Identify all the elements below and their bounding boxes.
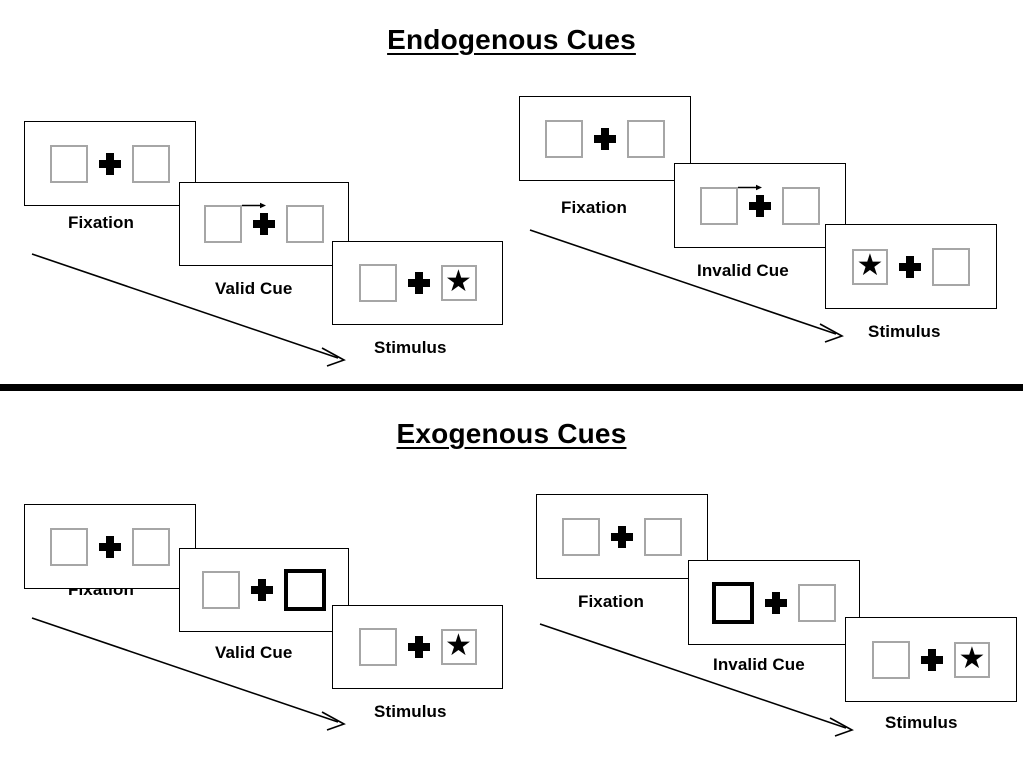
placeholder-box-right (782, 186, 820, 225)
panel-content: ★ (872, 637, 990, 683)
fixation-cross-wrap (397, 624, 441, 670)
panel-exogenous-invalid-cue (688, 560, 860, 645)
target-box-right: ★ (440, 265, 477, 301)
cued-box-right (284, 569, 326, 611)
caption-endogenous-invalid-stimulus: Stimulus (868, 322, 941, 341)
panel-endogenous-invalid-stimulus: ★ (825, 224, 997, 309)
fixation-cross-icon (99, 535, 121, 558)
caption-endogenous-invalid-cue: Invalid Cue (697, 261, 789, 280)
fixation-cross-wrap (88, 524, 132, 570)
caption-exogenous-invalid-fixation: Fixation (578, 592, 644, 611)
panel-endogenous-valid-stimulus: ★ (332, 241, 503, 325)
cued-box-left (712, 581, 754, 624)
fixation-cross-wrap (88, 141, 132, 187)
star-target-icon: ★ (958, 641, 986, 675)
caption-endogenous-valid-fixation: Fixation (68, 213, 134, 232)
panel-endogenous-valid-cue (179, 182, 349, 266)
panel-endogenous-invalid-cue (674, 163, 846, 248)
caption-exogenous-invalid-stimulus: Stimulus (885, 713, 958, 732)
caption-exogenous-valid-cue: Valid Cue (215, 643, 293, 662)
panel-endogenous-invalid-fixation (519, 96, 691, 181)
section-title-endogenous: Endogenous Cues (387, 24, 636, 55)
placeholder-box-right (644, 517, 682, 556)
fixation-cross-wrap (910, 637, 954, 683)
section-title-exogenous: Exogenous Cues (396, 418, 627, 449)
placeholder-box-left (202, 571, 240, 609)
placeholder-box-right (627, 119, 665, 158)
target-box-right: ★ (954, 641, 990, 678)
fixation-cross-wrap (754, 580, 798, 626)
panel-content (712, 580, 836, 626)
panel-exogenous-valid-cue (179, 548, 349, 632)
placeholder-box-right (132, 144, 170, 183)
section-divider (0, 384, 1023, 391)
panel-endogenous-valid-fixation (24, 121, 196, 206)
star-target-icon: ★ (856, 248, 884, 282)
placeholder-box-left (872, 640, 910, 679)
fixation-cross-icon (921, 648, 943, 671)
fixation-cross-wrap (240, 567, 284, 613)
panel-exogenous-invalid-stimulus: ★ (845, 617, 1017, 702)
placeholder-box-left (50, 527, 88, 566)
panel-content (202, 567, 326, 613)
placeholder-box-left (358, 264, 397, 302)
panel-content (700, 183, 820, 229)
fixation-cross-icon (765, 591, 787, 614)
fixation-cross-icon (407, 636, 430, 658)
panel-content (562, 514, 682, 560)
fixation-cross-icon (899, 255, 921, 278)
panel-content: ★ (852, 244, 970, 290)
caption-endogenous-invalid-fixation: Fixation (561, 198, 627, 217)
fixation-cross-wrap (600, 514, 644, 560)
fixation-cross-wrap (397, 260, 441, 306)
cue-arrow-right-icon (738, 184, 762, 190)
panel-exogenous-invalid-fixation (536, 494, 708, 579)
star-target-icon: ★ (445, 629, 472, 662)
panel-content (50, 141, 170, 187)
panel-content (204, 201, 324, 247)
caption-exogenous-invalid-cue: Invalid Cue (713, 655, 805, 674)
placeholder-box-left (50, 144, 88, 183)
panel-content: ★ (358, 260, 477, 306)
placeholder-box-right (798, 583, 836, 622)
fixation-cross-icon (749, 194, 771, 217)
caption-exogenous-valid-stimulus: Stimulus (374, 702, 447, 721)
fixation-cross-wrap (738, 183, 782, 229)
fixation-cross-icon (611, 525, 633, 548)
panel-content (50, 524, 170, 570)
panel-content (545, 116, 665, 162)
placeholder-box-left (562, 517, 600, 556)
star-target-icon: ★ (445, 265, 472, 298)
placeholder-box-left (358, 628, 397, 666)
fixation-cross-wrap (888, 244, 932, 290)
placeholder-box-right (286, 205, 324, 243)
panel-exogenous-valid-stimulus: ★ (332, 605, 503, 689)
panel-exogenous-valid-fixation (24, 504, 196, 589)
placeholder-box-left (204, 205, 242, 243)
fixation-cross-icon (594, 127, 616, 150)
fixation-cross-icon (99, 152, 121, 175)
cue-arrow-right-icon (242, 202, 266, 209)
fixation-cross-icon (251, 579, 273, 601)
caption-endogenous-valid-stimulus: Stimulus (374, 338, 447, 357)
fixation-cross-wrap (583, 116, 627, 162)
fixation-cross-icon (253, 213, 275, 235)
target-box-right: ★ (440, 629, 477, 665)
panel-content: ★ (358, 624, 477, 670)
placeholder-box-right (932, 247, 970, 286)
time-arrow-endogenous-valid (31, 253, 346, 367)
caption-endogenous-valid-cue: Valid Cue (215, 279, 293, 298)
fixation-cross-wrap (242, 201, 286, 247)
placeholder-box-left (545, 119, 583, 158)
placeholder-box-left (700, 186, 738, 225)
target-box-left: ★ (852, 248, 888, 285)
placeholder-box-right (132, 527, 170, 566)
fixation-cross-icon (407, 272, 430, 294)
